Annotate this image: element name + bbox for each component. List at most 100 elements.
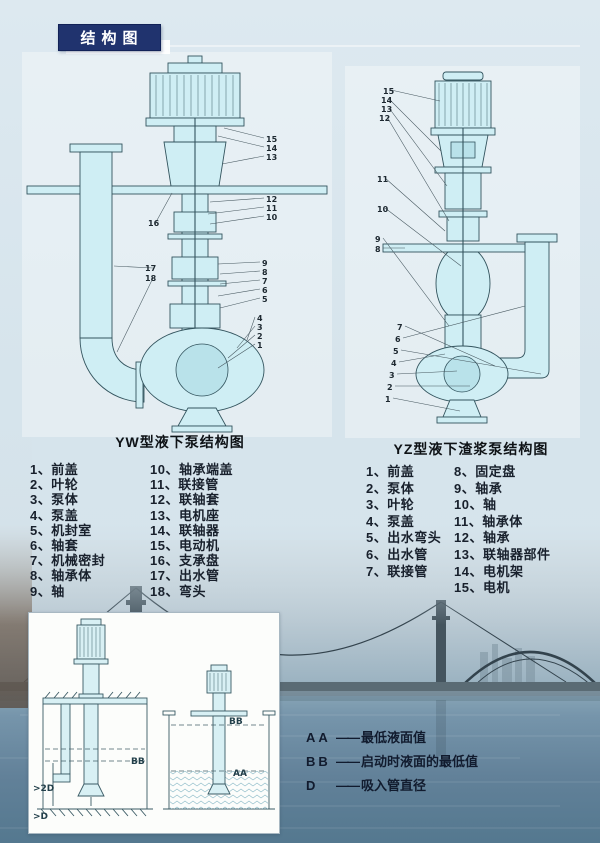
yz-part-1: 1、前盖 xyxy=(366,464,415,479)
yz-callout-10: 10 xyxy=(377,205,389,214)
yz-part-14: 14、电机架 xyxy=(454,563,524,579)
pump2-plate xyxy=(190,710,248,717)
yz-callout-3: 3 xyxy=(389,371,395,380)
side-discharge-pipe xyxy=(60,703,71,775)
label-min-d: >D xyxy=(33,812,48,822)
bridge-deck xyxy=(0,682,600,691)
yw-part-12: 12、联轴套 xyxy=(150,492,220,508)
yw-part-18: 18、弯头 xyxy=(150,583,206,599)
yw-part-6: 6、轴套 xyxy=(30,538,79,554)
legend-desc-aa: 最低液面值 xyxy=(361,730,427,745)
pump2-coupling xyxy=(212,692,226,712)
yw-part-11: 11、联接管 xyxy=(150,477,219,493)
yw-parts-col2: 10、轴承端盖 11、联接管 12、联轴套 13、电机座 14、联轴器 15、电… xyxy=(150,462,233,599)
legend-desc-bb: 启动时液面的最低值 xyxy=(361,754,479,769)
yw-callout-12: 12 xyxy=(266,195,277,204)
label-aa-right: AA xyxy=(233,769,247,779)
yz-casing-barrel xyxy=(435,128,491,366)
pump-column xyxy=(83,703,99,785)
pump-motor-cap xyxy=(80,618,102,626)
yw-part-8: 8、轴承体 xyxy=(30,568,92,584)
suction-bell xyxy=(77,783,105,797)
yw-part-9: 9、轴 xyxy=(30,583,65,599)
yw-part-3: 3、泵体 xyxy=(30,492,79,508)
legend-symbol-bb: BB xyxy=(306,754,331,769)
yw-callout-11: 11 xyxy=(266,204,278,213)
legend-dash: —— xyxy=(336,778,360,793)
bridge-truss xyxy=(0,691,600,696)
yw-callout-2: 2 xyxy=(257,332,263,341)
yz-part-3: 3、叶轮 xyxy=(366,497,415,513)
yz-callout-11: 11 xyxy=(377,175,389,184)
yw-parts-col1: 1、前盖 2、叶轮 3、泵体 4、泵盖 5、机封室 6、轴套 7、机械密封 8、… xyxy=(30,462,150,599)
yz-pump-diagram: 15 14 13 12 11 10 9 8 7 6 5 4 3 2 1 xyxy=(345,66,580,438)
yw-callout-3: 3 xyxy=(257,323,263,332)
yw-callout-6: 6 xyxy=(262,286,268,295)
pump2-motor-cap xyxy=(210,664,228,672)
yz-callout-15: 15 xyxy=(383,87,395,96)
arch-bridge-inner xyxy=(473,658,593,687)
page-title-badge: 结构图 xyxy=(58,24,161,51)
yz-callouts: 15 14 13 12 11 10 9 8 7 6 5 4 3 2 1 xyxy=(375,87,403,404)
arch-bridge xyxy=(461,650,599,687)
motor-base xyxy=(73,658,109,665)
yz-callout-12: 12 xyxy=(379,114,390,123)
yz-callout-2: 2 xyxy=(387,383,393,392)
yw-part-14: 14、联轴器 xyxy=(150,522,220,538)
yw-callout-9: 9 xyxy=(262,259,268,268)
suspension-tower-right xyxy=(436,600,446,686)
yz-callout-14: 14 xyxy=(381,96,393,105)
legend-desc-d: 吸入管直径 xyxy=(361,778,427,793)
legend-dash: —— xyxy=(336,754,360,769)
legend-symbol-aa: AA xyxy=(306,730,331,745)
yw-elbow xyxy=(79,337,145,403)
yw-pump-diagram: 15 14 13 12 11 10 9 8 7 6 5 4 3 2 1 16 1… xyxy=(22,52,332,437)
tank-installation-sketch: BB AA xyxy=(162,664,276,810)
pump2-column xyxy=(212,715,226,785)
yz-parts-col2: 8、固定盘 9、轴承 10、轴 11、轴承体 12、轴承 13、联轴器部件 14… xyxy=(454,464,550,597)
yz-parts-list: 1、前盖 2、泵体 3、叶轮 4、泵盖 5、出水弯头 6、出水管 7、联接管 8… xyxy=(366,464,550,597)
yw-part-7: 7、机械密封 xyxy=(30,553,106,569)
yw-part-5: 5、机封室 xyxy=(30,522,92,538)
yz-callout-5: 5 xyxy=(393,347,399,356)
installation-diagram-panel: BB >2D >D BB AA xyxy=(28,612,280,834)
yz-part-6: 6、出水管 xyxy=(366,546,428,562)
yz-part-13: 13、联轴器部件 xyxy=(454,546,551,562)
yw-discharge-pipe xyxy=(69,143,145,409)
pump2-bell xyxy=(207,783,231,795)
yz-part-2: 2、泵体 xyxy=(366,480,415,496)
yz-part-12: 12、轴承 xyxy=(454,530,510,546)
yw-part-16: 16、支承盘 xyxy=(150,553,220,569)
yz-callout-4: 4 xyxy=(391,359,397,368)
yw-volute xyxy=(139,327,265,433)
yz-part-8: 8、固定盘 xyxy=(454,464,516,479)
label-bb-right: BB xyxy=(229,717,243,727)
pump-motor xyxy=(76,624,106,660)
yz-leader-lines xyxy=(382,89,542,412)
legend-dash: —— xyxy=(336,730,360,745)
yz-discharge-pipe xyxy=(496,233,558,379)
yz-callout-1: 1 xyxy=(385,395,391,404)
legend-row-d: D —— 吸入管直径 xyxy=(306,774,478,798)
mounting-plate xyxy=(42,697,148,705)
yz-part-15: 15、电机 xyxy=(454,580,510,596)
pump2-motor xyxy=(206,670,232,694)
yz-part-5: 5、出水弯头 xyxy=(366,530,442,546)
seat-flange xyxy=(78,693,104,699)
yz-callout-7: 7 xyxy=(397,323,403,332)
yw-callout-15: 15 xyxy=(266,135,278,144)
yz-part-10: 10、轴 xyxy=(454,497,497,513)
pit-installation-sketch: BB >2D >D xyxy=(33,618,153,822)
tank-rim xyxy=(262,710,276,716)
yz-part-7: 7、联接管 xyxy=(366,563,428,579)
yw-bearing-column xyxy=(167,118,227,355)
page-title: 结构图 xyxy=(80,30,144,47)
yz-part-4: 4、泵盖 xyxy=(366,513,415,529)
label-bb-left: BB xyxy=(131,757,145,767)
coupling-housing xyxy=(82,663,100,695)
yz-volute xyxy=(415,345,509,424)
yw-support-plate xyxy=(26,185,328,195)
yw-part-1: 1、前盖 xyxy=(30,462,79,477)
legend-symbol-d: D xyxy=(306,778,319,793)
